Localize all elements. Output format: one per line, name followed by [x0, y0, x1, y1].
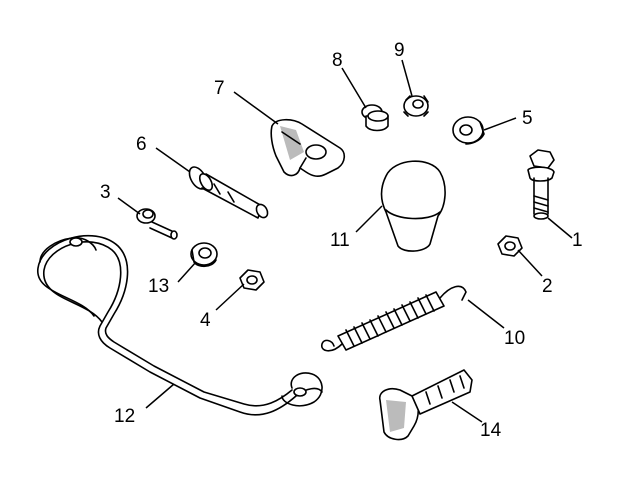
callout-8: 8 — [332, 50, 343, 71]
callout-12: 12 — [114, 406, 135, 427]
flat-washer-part — [452, 116, 485, 145]
callout-13: 13 — [148, 276, 169, 297]
callout-2: 2 — [542, 276, 553, 297]
leader-1 — [547, 217, 573, 239]
callout-3: 3 — [100, 182, 111, 203]
leader-3 — [117, 197, 141, 215]
lock-washer-nut-part — [403, 95, 429, 117]
leader-13 — [177, 261, 197, 283]
leader-5 — [483, 117, 517, 131]
hex-nut-part — [497, 235, 523, 257]
callout-4: 4 — [200, 310, 211, 331]
pivot-bolt-part — [188, 166, 269, 219]
flange-nut-part — [239, 269, 265, 291]
leader-2 — [517, 249, 543, 277]
callout-6: 6 — [136, 134, 147, 155]
shoulder-screw-part — [361, 104, 389, 132]
callout-10: 10 — [504, 328, 525, 349]
leader-12 — [145, 383, 175, 409]
shoulder-bolt-part — [136, 208, 178, 240]
callout-5: 5 — [522, 108, 533, 129]
handle-grip-part — [378, 369, 473, 441]
leader-7 — [233, 91, 279, 125]
extension-spring-part — [321, 285, 467, 352]
knob-part — [380, 160, 446, 252]
leader-14 — [451, 401, 483, 423]
callout-14: 14 — [480, 420, 502, 441]
leader-11 — [355, 205, 383, 233]
lever-bracket-part — [270, 118, 346, 177]
leader-4 — [215, 283, 245, 311]
callout-1: 1 — [572, 230, 583, 251]
leader-10 — [467, 299, 505, 329]
spacer-part — [190, 242, 218, 268]
callout-7: 7 — [214, 78, 225, 99]
callout-labels: 1 2 3 4 5 6 7 8 9 10 11 12 13 14 — [100, 40, 583, 441]
leader-lines — [117, 59, 573, 423]
callout-11: 11 — [330, 230, 350, 251]
bolt-part — [527, 149, 555, 220]
control-rod-part — [37, 235, 323, 416]
callout-9: 9 — [394, 40, 405, 61]
leader-6 — [155, 147, 191, 173]
leader-8 — [341, 67, 367, 109]
leader-9 — [401, 59, 413, 97]
